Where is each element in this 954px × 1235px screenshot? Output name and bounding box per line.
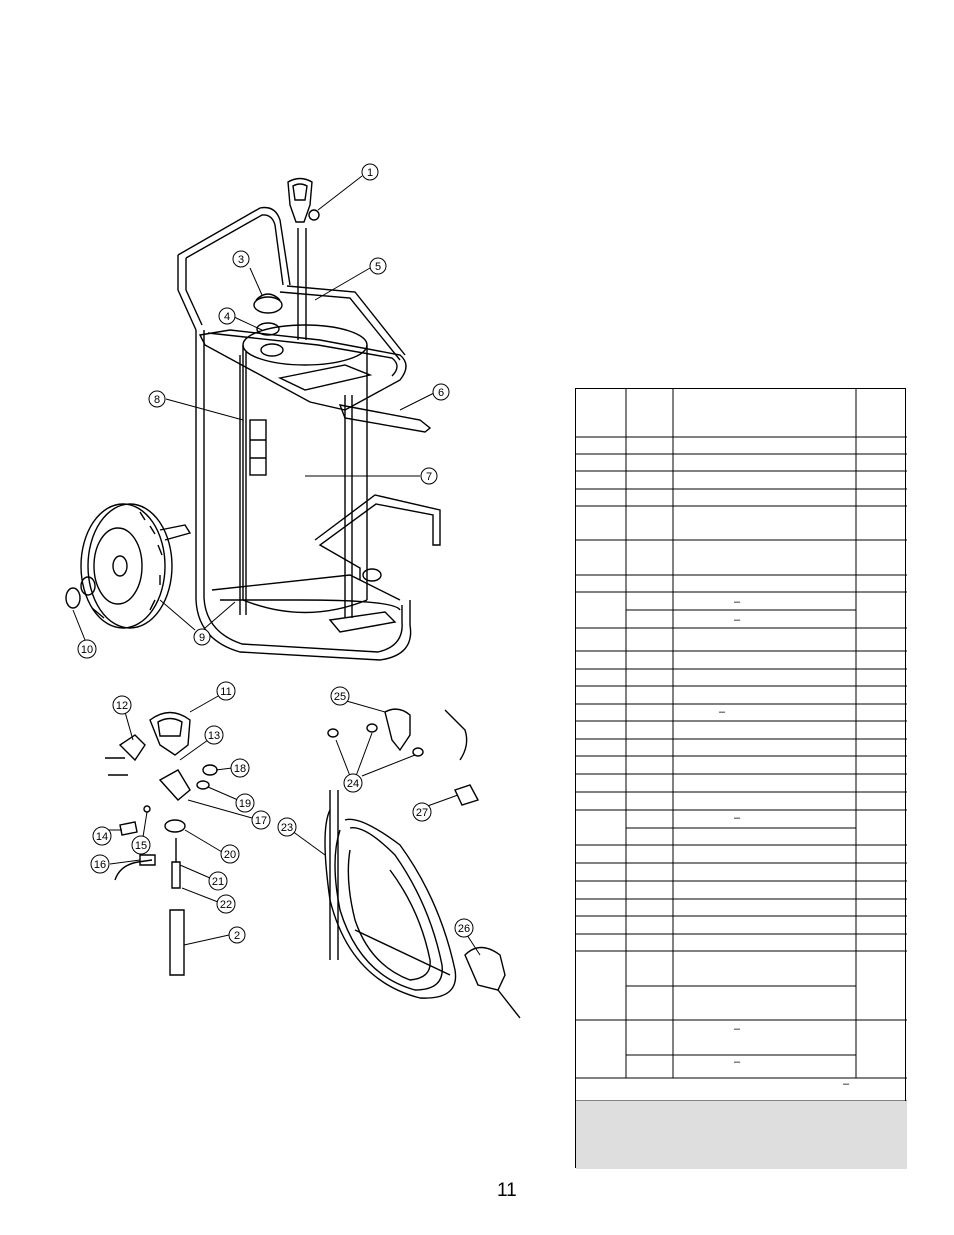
tank xyxy=(242,324,368,614)
callout-13: 13 xyxy=(204,725,224,745)
page-number: 11 xyxy=(497,1180,517,1201)
parts-table: – – – – – – – xyxy=(575,388,907,1169)
svg-text:20: 20 xyxy=(224,849,236,861)
svg-text:19: 19 xyxy=(239,798,251,810)
callout-25: 25 xyxy=(330,686,350,706)
table-dash-mark: – xyxy=(843,1078,850,1090)
pump-assembly xyxy=(287,177,320,340)
svg-text:23: 23 xyxy=(281,822,293,834)
callout-5: 5 xyxy=(369,257,387,275)
parts-table-grid: – – – – – – – xyxy=(576,389,907,1169)
svg-text:17: 17 xyxy=(255,815,267,827)
svg-text:5: 5 xyxy=(375,261,381,273)
svg-text:22: 22 xyxy=(220,899,232,911)
callout-24: 24 xyxy=(343,773,363,793)
wheel xyxy=(80,503,192,629)
callout-14: 14 xyxy=(92,826,112,846)
svg-text:3: 3 xyxy=(238,254,244,266)
cart-frame xyxy=(177,206,412,661)
callout-7: 7 xyxy=(420,467,438,485)
svg-text:27: 27 xyxy=(416,807,428,819)
callout-21: 21 xyxy=(208,871,228,891)
svg-text:25: 25 xyxy=(334,691,346,703)
callout-17: 17 xyxy=(251,810,271,830)
table-dash-mark: – xyxy=(734,1056,741,1068)
callout-12: 12 xyxy=(112,695,132,715)
svg-text:6: 6 xyxy=(438,387,444,399)
pump-exploded-view xyxy=(105,711,218,976)
fill-cap xyxy=(253,293,284,357)
callout-10: 10 xyxy=(77,639,97,659)
callout-27: 27 xyxy=(412,802,432,822)
svg-text:7: 7 xyxy=(426,471,432,483)
callout-16: 16 xyxy=(90,854,110,874)
svg-text:1: 1 xyxy=(367,167,373,179)
callout-1: 1 xyxy=(361,163,379,181)
callout-9: 9 xyxy=(193,628,211,646)
svg-text:26: 26 xyxy=(458,923,470,935)
svg-text:18: 18 xyxy=(234,763,246,775)
table-dash-mark: – xyxy=(734,812,741,824)
callout-3: 3 xyxy=(232,250,250,268)
svg-text:11: 11 xyxy=(220,686,231,698)
table-dash-mark: – xyxy=(734,596,741,608)
table-dash-mark: – xyxy=(734,614,741,626)
callout-6: 6 xyxy=(432,383,450,401)
svg-text:2: 2 xyxy=(234,930,240,942)
table-dash-mark: – xyxy=(734,1023,741,1035)
svg-text:10: 10 xyxy=(81,644,93,656)
svg-text:13: 13 xyxy=(208,730,220,742)
callout-26: 26 xyxy=(454,918,474,938)
svg-text:16: 16 xyxy=(94,859,106,871)
callout-22: 22 xyxy=(216,894,236,914)
leader-lines xyxy=(72,175,481,956)
callout-4: 4 xyxy=(218,307,236,325)
callout-20: 20 xyxy=(220,844,240,864)
svg-text:14: 14 xyxy=(96,831,108,843)
callout-2: 2 xyxy=(228,926,246,944)
callout-8: 8 xyxy=(148,390,166,408)
svg-text:4: 4 xyxy=(224,311,230,323)
callout-bubbles: 1234567891011121314151617181920212223242… xyxy=(77,163,474,944)
table-footer-shaded xyxy=(576,1101,907,1169)
callout-19: 19 xyxy=(235,793,255,813)
callout-23: 23 xyxy=(277,817,297,837)
svg-text:24: 24 xyxy=(347,778,359,790)
svg-text:9: 9 xyxy=(199,632,205,644)
callout-18: 18 xyxy=(230,758,250,778)
svg-text:8: 8 xyxy=(154,394,160,406)
svg-text:21: 21 xyxy=(212,876,224,888)
table-dash-mark: – xyxy=(719,706,726,718)
callout-15: 15 xyxy=(131,835,151,855)
callout-11: 11 xyxy=(216,681,236,701)
svg-text:15: 15 xyxy=(135,840,147,852)
hose-assembly xyxy=(324,708,521,1019)
svg-text:12: 12 xyxy=(116,700,128,712)
